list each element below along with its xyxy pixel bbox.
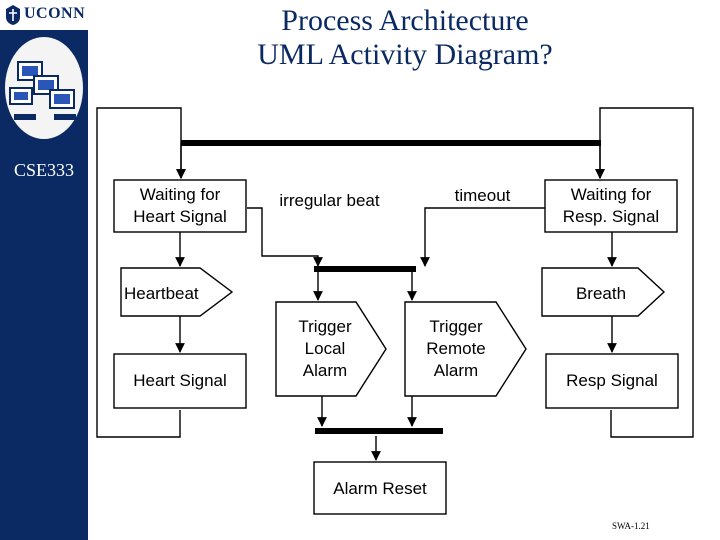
waiting-heart-box <box>113 179 247 233</box>
title-line-1: Process Architecture <box>281 4 529 37</box>
heart-signal-label: Heart Signal <box>133 371 227 390</box>
breath-signal-shape <box>541 267 666 317</box>
alarm-reset-label: Alarm Reset <box>333 479 427 498</box>
heart-signal-box <box>113 353 247 409</box>
uconn-seal-icon <box>6 5 20 25</box>
loop-right-edge <box>595 107 694 438</box>
computer-network-logo <box>3 35 85 141</box>
trigger-remote-line-3: Alarm <box>433 361 479 380</box>
brand-name: UCONN <box>24 5 86 22</box>
trigger-remote-shape <box>404 301 527 397</box>
heartbeat-label: Heartbeat <box>124 284 199 303</box>
top-fork-bar <box>181 140 601 146</box>
waiting-resp-label: Waiting for Resp. Signal <box>545 184 677 228</box>
trigger-local-shape <box>275 301 387 397</box>
resp-signal-box <box>545 353 679 409</box>
course-code: CSE333 <box>13 160 74 180</box>
brand-bar: UCONN <box>0 0 88 30</box>
heartbeat-signal-shape <box>120 267 234 317</box>
waiting-resp-box <box>544 179 678 233</box>
trigger-local-label: Trigger Local Alarm <box>276 316 374 382</box>
waiting-resp-line-1: Waiting for <box>570 185 652 204</box>
timeout-label: timeout <box>454 186 511 205</box>
trigger-remote-line-1: Trigger <box>429 317 483 336</box>
irregular-beat-edge <box>247 207 323 267</box>
waiting-heart-line-2: Heart Signal <box>133 207 227 226</box>
sidebar: UCONN CSE333 <box>0 0 88 540</box>
slide-number: SWA-1.21 <box>612 521 650 531</box>
trigger-remote-line-2: Remote <box>426 339 486 358</box>
waiting-heart-line-1: Waiting for <box>139 185 221 204</box>
trigger-remote-label: Trigger Remote Alarm <box>405 316 507 382</box>
waiting-resp-line-2: Resp. Signal <box>562 207 660 226</box>
alarm-reset-box <box>313 461 447 515</box>
waiting-heart-label: Waiting for Heart Signal <box>114 184 246 228</box>
timeout-edge <box>420 207 545 267</box>
trigger-local-line-1: Trigger <box>298 317 352 336</box>
breath-label: Breath <box>575 284 627 303</box>
loop-left-edge <box>96 107 186 438</box>
title-line-2: UML Activity Diagram? <box>257 38 553 71</box>
middle-join-bar <box>314 266 416 272</box>
bottom-join-bar <box>315 428 443 434</box>
irregular-beat-label: irregular beat <box>279 191 380 210</box>
resp-signal-label: Resp Signal <box>566 371 658 390</box>
trigger-local-line-3: Alarm <box>302 361 348 380</box>
page-title: Process Architecture UML Activity Diagra… <box>95 4 715 72</box>
trigger-local-line-2: Local <box>304 339 346 358</box>
